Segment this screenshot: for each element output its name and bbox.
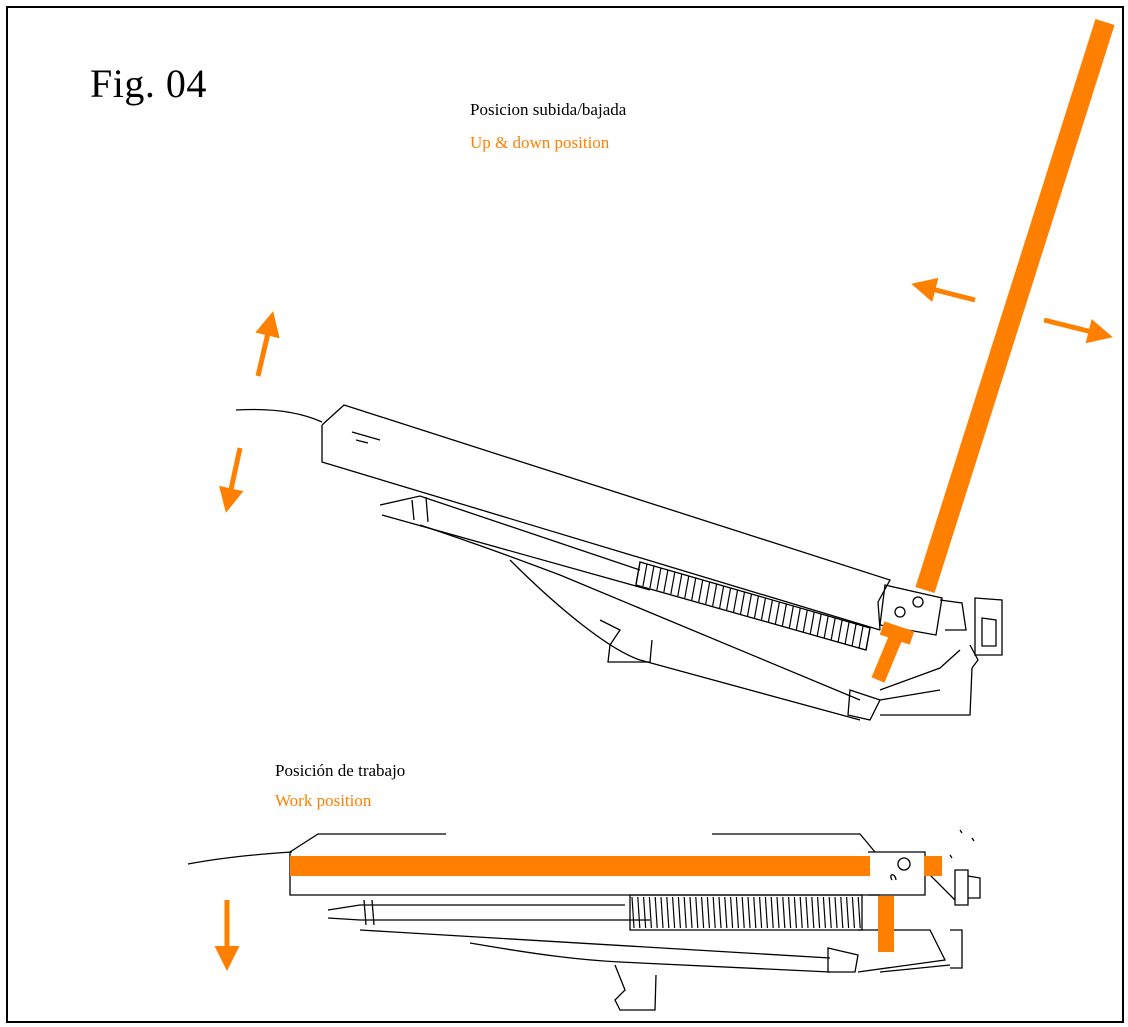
lever-lower: [290, 856, 942, 952]
spring-coil: [718, 896, 722, 929]
spring-coil: [753, 595, 760, 619]
spring-coil-lines-upper: [635, 561, 871, 651]
spring-coil: [677, 573, 683, 597]
spring-coil: [637, 896, 641, 929]
spring-coil: [776, 896, 780, 929]
up-down-machine: [235, 404, 1003, 721]
spring-coil-lines-lower: [631, 896, 861, 929]
spring-coil: [846, 896, 850, 929]
spring-coil: [654, 896, 658, 929]
spring-coil: [799, 896, 803, 929]
work-position-machine: [187, 829, 981, 1011]
spring-coil: [648, 896, 652, 929]
spring-upper: [635, 561, 871, 651]
spring-coil: [643, 896, 647, 929]
spring-coil: [851, 896, 855, 929]
spring-coil: [764, 896, 768, 929]
spring-coil: [741, 896, 745, 929]
spring-coil: [642, 563, 648, 587]
spring-coil: [712, 583, 718, 607]
spring-coil: [837, 619, 843, 643]
spring-coil: [672, 896, 676, 929]
spring-coil: [857, 896, 861, 929]
spring-coil: [830, 617, 836, 641]
spring-coil: [788, 896, 792, 929]
spring-coil: [844, 621, 850, 645]
spring-coil: [689, 896, 693, 929]
spring-coil: [770, 896, 774, 929]
figure-title: Fig. 04: [90, 61, 207, 106]
spring-coil: [656, 567, 662, 591]
spring-coil: [683, 896, 687, 929]
spring-coil: [865, 627, 871, 651]
spring-coil: [811, 896, 815, 929]
spring-coil: [677, 896, 681, 929]
spring-coil: [759, 896, 763, 929]
spring-coil: [649, 565, 655, 589]
spring-coil: [822, 896, 826, 929]
spring-coil: [774, 601, 780, 625]
double-arrow-icon: [219, 277, 1113, 513]
spring-coil: [724, 896, 728, 929]
spring-coil: [698, 579, 704, 603]
spring-coil: [795, 607, 801, 631]
spring-coil: [684, 575, 690, 599]
spring-coil: [747, 896, 751, 929]
spring-coil: [695, 896, 699, 929]
spring-coil: [816, 613, 822, 637]
spring-coil: [851, 623, 857, 647]
work-position-label-es: Posición de trabajo: [275, 761, 406, 780]
spring-coil: [666, 896, 670, 929]
spring-coil: [802, 609, 808, 633]
spring-coil: [706, 896, 710, 929]
spring-coil: [805, 896, 809, 929]
spring-coil: [663, 569, 669, 593]
spring-coil: [719, 585, 725, 609]
spring-coil: [735, 896, 739, 929]
work-position-label-en: Work position: [275, 791, 372, 810]
spring-coil: [828, 896, 832, 929]
spring-coil: [782, 896, 786, 929]
spring-coil: [858, 625, 864, 649]
spring-coil: [635, 561, 641, 585]
spring-coil: [781, 603, 787, 627]
spring-coil: [670, 571, 676, 595]
spring-coil: [823, 615, 829, 639]
spring-coil: [705, 581, 711, 605]
spring-coil: [730, 896, 734, 929]
spring-coil: [660, 896, 664, 929]
spring-coil: [631, 896, 635, 929]
figure-frame: [6, 6, 1124, 1023]
spring-coil: [746, 593, 753, 617]
spring-coil: [788, 605, 794, 629]
up-down-label-es: Posicion subida/bajada: [470, 100, 627, 119]
spring-coil: [753, 896, 757, 929]
spring-coil: [732, 589, 739, 613]
spring-coil: [712, 896, 716, 929]
spring-coil: [840, 896, 844, 929]
spring-coil: [760, 597, 767, 621]
spring-coil: [834, 896, 838, 929]
spring-coil: [739, 591, 746, 615]
lever-upper: [871, 18, 1115, 683]
spring-coil: [793, 896, 797, 929]
spring-coil: [817, 896, 821, 929]
spring-coil: [767, 599, 774, 623]
spring-coil: [701, 896, 705, 929]
spring-coil: [726, 587, 732, 611]
up-down-label-en: Up & down position: [470, 133, 610, 152]
spring-coil: [691, 577, 697, 601]
spring-coil: [809, 611, 815, 635]
